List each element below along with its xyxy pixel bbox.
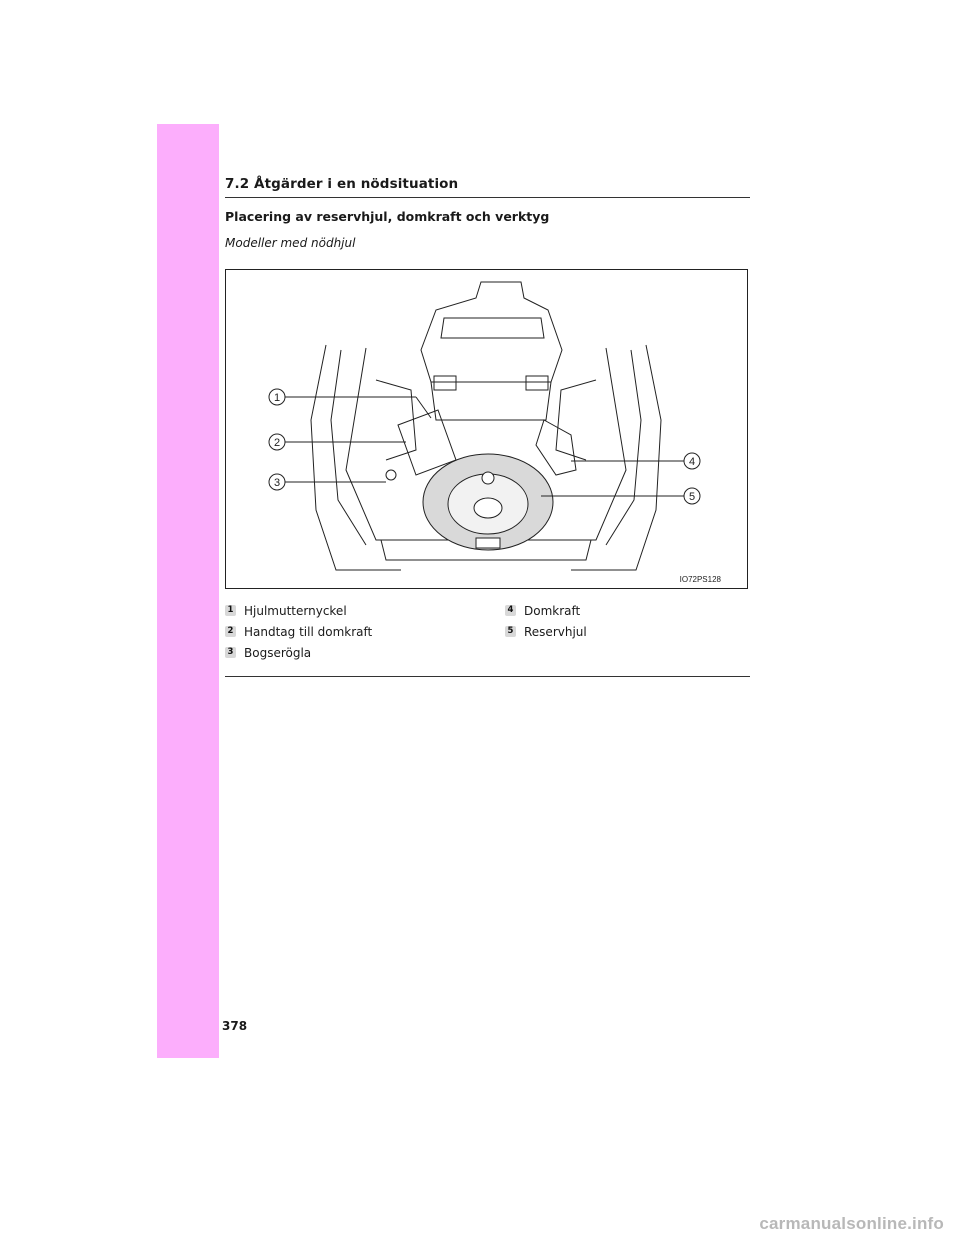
page-subheading: Placering av reservhjul, domkraft och ve… [225,209,550,224]
legend-label: Reservhjul [524,624,587,639]
legend-right: 4 Domkraft 5 Reservhjul [505,600,587,642]
legend-item: 2 Handtag till domkraft [225,621,372,642]
legend-label: Hjulmutternyckel [244,603,347,618]
page-number: 378 [222,1019,248,1033]
callout-label-1: 1 [274,392,280,404]
section-title: 7.2 Åtgärder i en nödsituation [225,176,750,198]
callout-label-5: 5 [689,491,695,503]
callout-label-2: 2 [274,437,280,449]
callout-1 [268,388,286,406]
section-end-rule [225,676,750,677]
watermark: carmanualsonline.info [759,1214,944,1233]
legend-item: 1 Hjulmutternyckel [225,600,372,621]
callout-2 [268,433,286,451]
image-code: IO72PS128 [679,575,721,584]
number-badge: 2 [225,626,236,637]
legend-item: 3 Bogserögla [225,642,372,663]
legend-label: Handtag till domkraft [244,624,373,639]
callout-label-3: 3 [274,477,280,489]
manual-page: 7.2 Åtgärder i en nödsituation Placering… [219,124,752,1058]
legend-label: Domkraft [524,603,581,618]
number-badge: 1 [225,605,236,616]
number-badge: 4 [505,605,516,616]
trunk-drawing: 1 2 3 4 5 [268,281,701,571]
callout-5 [683,487,701,505]
trunk-illustration: 1 2 3 4 5 IO72PS128 [225,269,748,589]
legend-item: 5 Reservhjul [505,621,587,642]
number-badge: 5 [505,626,516,637]
chapter-side-band [157,124,219,1058]
number-badge: 3 [225,647,236,658]
legend-label: Bogserögla [244,645,312,660]
callout-4 [683,452,701,470]
callout-3 [268,473,286,491]
legend-left: 1 Hjulmutternyckel 2 Handtag till domkra… [225,600,372,663]
model-note: Modeller med nödhjul [225,236,356,250]
callout-label-4: 4 [689,456,695,468]
legend-item: 4 Domkraft [505,600,587,621]
